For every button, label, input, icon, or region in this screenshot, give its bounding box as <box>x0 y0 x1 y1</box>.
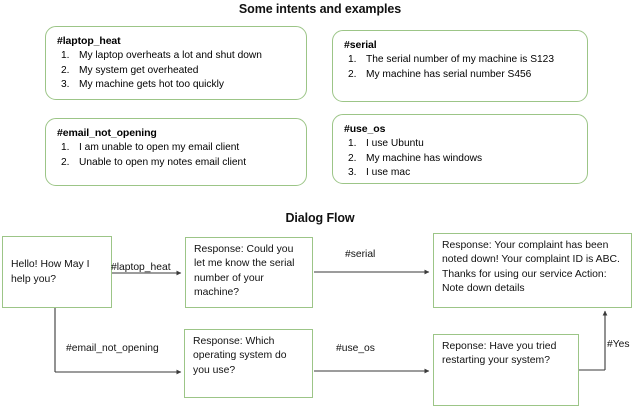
intent-card-email-not-opening: #email_not_opening 1. I am unable to ope… <box>45 118 307 186</box>
intent-name: #email_not_opening <box>57 127 157 139</box>
intent-example-list: 1. I use Ubuntu 2. My machine has window… <box>344 137 578 181</box>
flow-node-os-question[interactable]: Response: Which operating system do you … <box>184 329 313 398</box>
flow-node-complaint-noted[interactable]: Response: Your complaint has been noted … <box>433 233 632 308</box>
intent-example-list: 1. The serial number of my machine is S1… <box>344 53 578 82</box>
list-item: 2. My system get overheated <box>57 64 297 79</box>
list-item-number: 1. <box>61 142 70 153</box>
list-item-text: The serial number of my machine is S123 <box>366 54 554 65</box>
list-item: 2. Unable to open my notes email client <box>57 156 297 171</box>
list-item-text: I am unable to open my email client <box>79 142 240 153</box>
flow-node-greeting[interactable]: Hello! How May I help you? <box>2 236 112 308</box>
list-item-text: I use mac <box>366 167 411 178</box>
intent-card-laptop-heat: #laptop_heat 1. My laptop overheats a lo… <box>45 26 307 100</box>
list-item-number: 3. <box>348 167 357 178</box>
flow-node-os-question-text: Response: Which operating system do you … <box>193 336 287 376</box>
list-item-number: 1. <box>61 50 70 61</box>
intent-name: #laptop_heat <box>57 35 121 47</box>
list-item: 3. My machine gets hot too quickly <box>57 78 297 93</box>
list-item-number: 2. <box>61 156 70 168</box>
edge-label-laptop-heat: #laptop_heat <box>111 262 171 273</box>
list-item-text: My machine has windows <box>366 152 483 164</box>
flow-node-greeting-text: Hello! How May I help you? <box>11 259 90 285</box>
list-item-number: 1. <box>348 138 357 149</box>
list-item: 1. My laptop overheats a lot and shut do… <box>57 49 297 64</box>
list-item-number: 2. <box>348 68 357 80</box>
list-item-number: 2. <box>61 64 70 76</box>
flow-node-restart-question[interactable]: Reponse: Have you tried restarting your … <box>433 334 579 406</box>
list-item-text: My system get overheated <box>79 64 199 76</box>
list-item: 2. My machine has windows <box>344 152 578 167</box>
page-title-dialog-flow: Dialog Flow <box>285 211 355 225</box>
list-item-text: My machine gets hot too quickly <box>79 79 224 90</box>
edge-label-serial: #serial <box>345 249 376 260</box>
list-item: 3. I use mac <box>344 166 578 181</box>
edge-label-use-os: #use_os <box>336 343 375 354</box>
list-item: 1. I use Ubuntu <box>344 137 578 152</box>
list-item-number: 3. <box>61 79 70 90</box>
page-title-intents: Some intents and examples <box>238 2 402 16</box>
list-item-number: 1. <box>348 54 357 65</box>
intent-card-use-os: #use_os 1. I use Ubuntu 2. My machine ha… <box>332 114 588 184</box>
intent-card-serial: #serial 1. The serial number of my machi… <box>332 30 588 102</box>
intent-name: #use_os <box>344 123 386 135</box>
list-item: 1. The serial number of my machine is S1… <box>344 53 578 68</box>
flow-node-complaint-noted-text: Response: Your complaint has been noted … <box>442 240 620 295</box>
flow-node-serial-question-text: Response: Could you let me know the seri… <box>194 244 295 299</box>
list-item: 1. I am unable to open my email client <box>57 141 297 156</box>
edge-label-email-not-opening: #email_not_opening <box>66 343 159 354</box>
flow-node-serial-question[interactable]: Response: Could you let me know the seri… <box>185 237 313 308</box>
list-item-text: My machine has serial number S456 <box>366 68 532 80</box>
list-item-text: I use Ubuntu <box>366 138 424 149</box>
flow-node-restart-question-text: Reponse: Have you tried restarting your … <box>442 341 557 367</box>
intent-name: #serial <box>344 39 377 51</box>
list-item-text: Unable to open my notes email client <box>79 156 247 168</box>
edge-label-yes: #Yes <box>607 339 630 350</box>
list-item-number: 2. <box>348 152 357 164</box>
list-item: 2. My machine has serial number S456 <box>344 68 578 83</box>
intent-example-list: 1. I am unable to open my email client 2… <box>57 141 297 170</box>
intent-example-list: 1. My laptop overheats a lot and shut do… <box>57 49 297 93</box>
list-item-text: My laptop overheats a lot and shut down <box>79 50 262 61</box>
